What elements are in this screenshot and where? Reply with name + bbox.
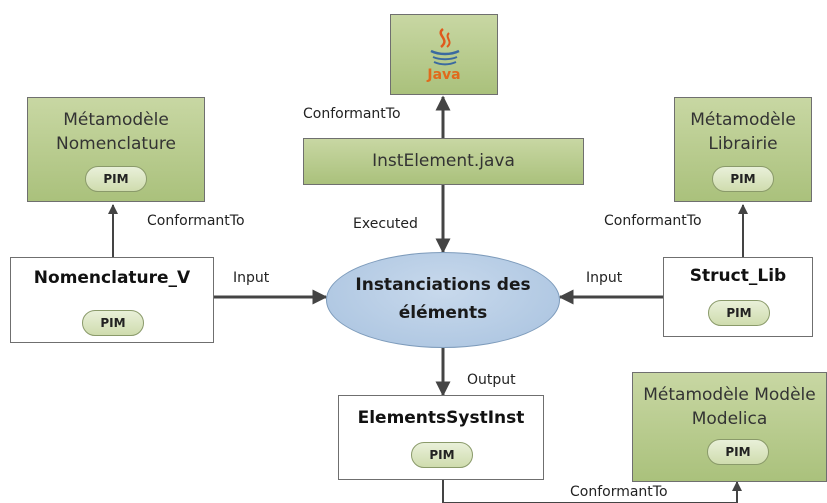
struct-lib-title: Struct_Lib <box>689 266 787 286</box>
pim-badge: PIM <box>411 442 473 468</box>
meta-librairie-title: Métamodèle Librairie <box>690 110 796 154</box>
process-ellipse: Instanciations des éléments <box>326 252 560 348</box>
meta-modelica-box: Métamodèle Modèle Modelica PIM <box>632 372 827 482</box>
java-logo-icon <box>430 28 460 66</box>
java-logo-text: Java <box>427 67 461 83</box>
elements-syst-box: ElementsSystInst PIM <box>338 395 544 480</box>
nomenclature-v-box: Nomenclature_V PIM <box>10 257 214 343</box>
struct-lib-box: Struct_Lib PIM <box>663 257 813 337</box>
pim-badge: PIM <box>712 166 774 192</box>
pim-badge: PIM <box>707 439 769 465</box>
label-conformant-librairie: ConformantTo <box>604 213 702 229</box>
nomenclature-v-title: Nomenclature_V <box>33 268 191 288</box>
label-output: Output <box>467 372 516 388</box>
meta-librairie-box: Métamodèle Librairie PIM <box>674 97 812 202</box>
meta-modelica-title: Métamodèle Modèle Modelica <box>643 385 816 429</box>
label-input-left: Input <box>233 270 270 286</box>
process-title: Instanciations des éléments <box>355 275 531 323</box>
pim-badge: PIM <box>85 166 147 192</box>
meta-nomenclature-title: Métamodèle Nomenclature <box>56 110 176 154</box>
meta-nomenclature-box: Métamodèle Nomenclature PIM <box>27 97 205 202</box>
elements-syst-title: ElementsSystInst <box>357 408 525 428</box>
label-conformant-nomenclature: ConformantTo <box>147 213 245 229</box>
instelement-label: InstElement.java <box>372 151 515 171</box>
label-conformant-java: ConformantTo <box>303 106 401 122</box>
pim-badge: PIM <box>708 300 770 326</box>
label-executed: Executed <box>353 216 418 232</box>
pim-badge: PIM <box>82 310 144 336</box>
label-input-right: Input <box>586 270 623 286</box>
label-conformant-modelica: ConformantTo <box>570 484 668 500</box>
java-box: Java <box>390 14 498 95</box>
instelement-box: InstElement.java <box>303 138 584 185</box>
